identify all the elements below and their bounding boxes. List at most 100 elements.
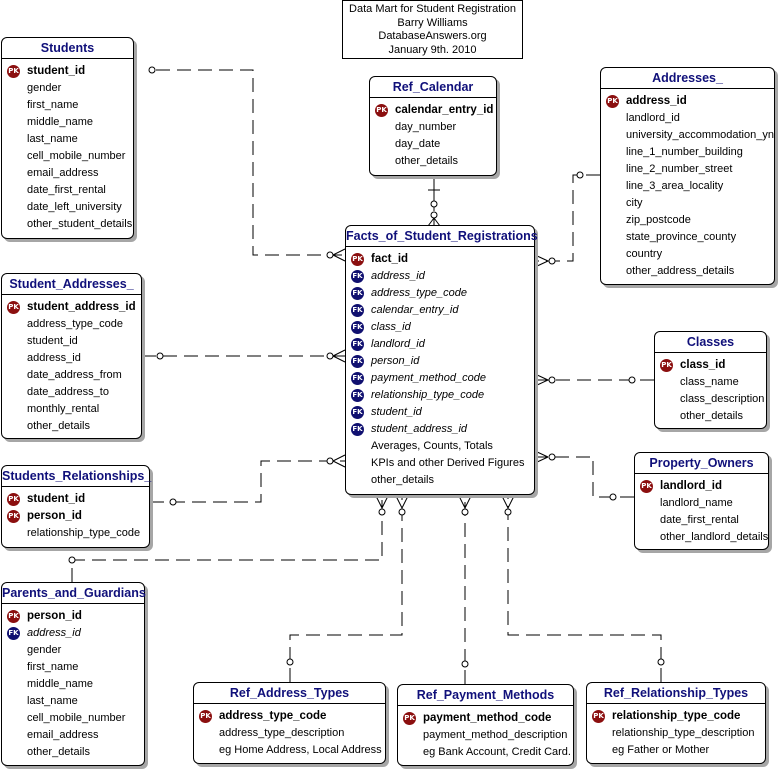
field-row[interactable]: date_first_rental [2,182,133,199]
field-name: student_id [27,65,86,77]
field-row[interactable]: gender [2,642,144,659]
field-row[interactable]: cell_mobile_number [2,148,133,165]
field-row[interactable]: day_date [370,136,496,153]
field-row[interactable]: first_name [2,97,133,114]
field-row[interactable]: middle_name [2,676,144,693]
field-row[interactable]: gender [2,80,133,97]
field-name: calendar_entry_id [371,304,459,316]
field-row[interactable]: other_student_details [2,216,133,233]
field-row[interactable]: line_1_number_building [601,144,774,161]
field-row[interactable]: city [601,195,774,212]
field-row[interactable]: middle_name [2,114,133,131]
connector-addresses-facts [535,174,600,262]
field-row[interactable]: other_address_details [601,263,774,280]
field-name: city [626,197,643,209]
field-row[interactable]: state_province_county [601,229,774,246]
field-row[interactable]: zip_postcode [601,212,774,229]
field-row[interactable]: address_id [2,350,141,367]
field-row[interactable]: eg Home Address, Local Address [194,742,385,759]
field-row[interactable]: line_3_area_locality [601,178,774,195]
field-row[interactable]: landlord_id [601,110,774,127]
field-row[interactable]: landlord_name [635,495,768,512]
field-row[interactable]: other_details [655,408,766,425]
field-row[interactable]: class_description [655,391,766,408]
field-row[interactable]: payment_method_description [398,727,573,744]
field-name: other_details [371,474,434,486]
field-row[interactable]: class_name [655,374,766,391]
field-row[interactable]: university_accommodation_yn [601,127,774,144]
field-row[interactable]: date_address_from [2,367,141,384]
primary-key-icon: PK [403,712,416,725]
field-row[interactable]: other_details [2,744,144,761]
field-row[interactable]: address_type_code [2,316,141,333]
field-row[interactable]: relationship_type_description [587,725,765,742]
field-row[interactable]: other_details [370,153,496,170]
field-row[interactable]: email_address [2,727,144,744]
field-row[interactable]: Averages, Counts, Totals [346,438,534,455]
field-row[interactable]: other_landlord_details [635,529,768,546]
field-row[interactable]: relationship_type_code [2,525,149,542]
field-row[interactable]: address_type_description [194,725,385,742]
field-row[interactable]: student_id [2,333,141,350]
field-row[interactable]: KPIs and other Derived Figures [346,455,534,472]
field-row[interactable]: eg Father or Mother [587,742,765,759]
field-row[interactable]: email_address [2,165,133,182]
field-row[interactable]: line_2_number_street [601,161,774,178]
field-name: state_province_county [626,231,737,243]
field-name: landlord_name [660,497,733,509]
primary-key-icon: PK [199,710,212,723]
field-row[interactable]: monthly_rental [2,401,141,418]
field-row[interactable]: other_details [2,418,141,435]
field-row[interactable]: last_name [2,131,133,148]
field-row[interactable]: date_first_rental [635,512,768,529]
field-row[interactable]: date_left_university [2,199,133,216]
field-row[interactable]: day_number [370,119,496,136]
field-row[interactable]: first_name [2,659,144,676]
field-row[interactable]: other_details [346,472,534,489]
field-name: address_id [626,95,687,107]
primary-key-icon: PK [7,301,20,314]
foreign-key-icon: FK [351,270,364,283]
field-row[interactable]: eg Bank Account, Credit Card. [398,744,573,761]
field-row[interactable]: date_address_to [2,384,141,401]
field-row[interactable]: last_name [2,693,144,710]
field-row[interactable]: cell_mobile_number [2,710,144,727]
field-row[interactable]: country [601,246,774,263]
